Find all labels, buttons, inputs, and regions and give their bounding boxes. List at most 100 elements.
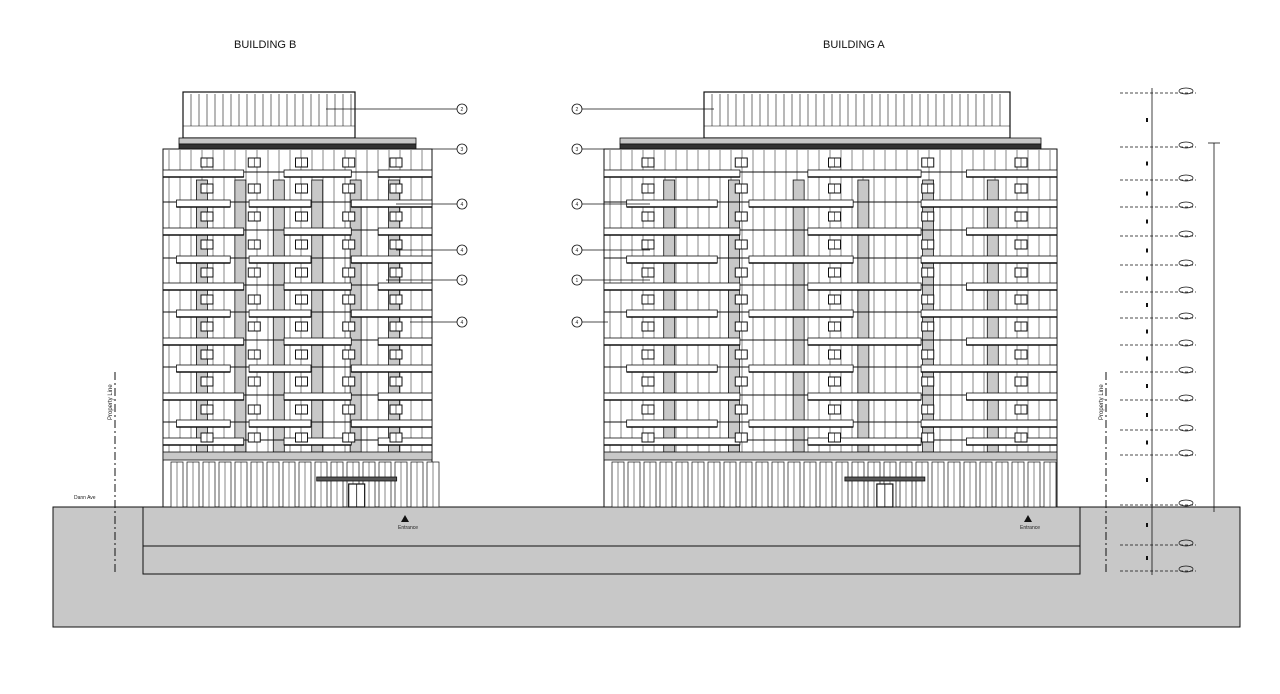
balcony: [748, 419, 854, 428]
overall-height-dimension: [1208, 142, 1220, 512]
level-datum-mark: [1178, 366, 1194, 374]
balcony: [283, 437, 352, 446]
grey-pier: [234, 179, 247, 453]
svg-text:4: 4: [576, 202, 579, 208]
balcony: [350, 255, 433, 264]
level-height-tick: [1146, 356, 1148, 361]
level-height-tick: [1146, 440, 1148, 445]
balcony: [162, 282, 245, 291]
level-datum-mark: [1178, 539, 1194, 547]
retail-fascia: [162, 451, 433, 461]
level-height-tick: [1146, 384, 1148, 388]
roof-band: [619, 137, 1042, 145]
balcony: [807, 392, 922, 401]
balcony: [920, 199, 1058, 208]
level-height-tick: [1146, 413, 1148, 417]
balcony: [176, 364, 231, 373]
level-datum-mark: [1178, 174, 1194, 182]
grey-pier: [857, 179, 870, 453]
level-height-tick: [1146, 118, 1148, 122]
roof-parapet: [178, 143, 417, 150]
retail-fascia: [603, 451, 1058, 461]
callout-tag-b-1: 2: [456, 103, 468, 115]
balcony: [626, 419, 718, 428]
balcony: [162, 337, 245, 346]
penthouse: [703, 91, 1011, 139]
level-height-tick: [1146, 329, 1148, 334]
svg-text:3: 3: [461, 147, 464, 153]
balcony: [626, 199, 718, 208]
svg-text:4: 4: [576, 320, 579, 326]
balcony: [920, 419, 1058, 428]
level-height-tick: [1146, 478, 1148, 482]
entrance-label-b: Entrance: [398, 525, 418, 531]
svg-text:4: 4: [461, 320, 464, 326]
balcony: [966, 392, 1058, 401]
balcony: [248, 309, 312, 318]
balcony: [603, 392, 741, 401]
balcony: [350, 419, 433, 428]
balcony: [162, 227, 245, 236]
property-line-label-left: Property Line: [108, 384, 114, 420]
balcony: [603, 437, 741, 446]
balcony: [162, 169, 245, 178]
balcony: [807, 337, 922, 346]
balcony: [966, 437, 1058, 446]
level-datum-mark: [1178, 201, 1194, 209]
entrance-canopy: [316, 476, 398, 482]
street-label: Dann Ave: [74, 495, 96, 501]
balcony: [176, 309, 231, 318]
svg-text:3: 3: [576, 147, 579, 153]
building-a-title: BUILDING A: [823, 39, 885, 51]
balcony: [603, 282, 741, 291]
level-datum-mark: [1178, 565, 1194, 573]
entrance-marker-b: Entrance: [398, 515, 418, 531]
balcony: [283, 169, 352, 178]
balcony: [248, 255, 312, 264]
balcony: [248, 419, 312, 428]
balcony: [807, 437, 922, 446]
property-line-label-right: Property Line: [1099, 384, 1105, 420]
callout-tag-a-5: 1: [571, 274, 583, 286]
balcony: [350, 199, 433, 208]
balcony: [377, 337, 433, 346]
balcony: [807, 227, 922, 236]
level-height-tick: [1146, 303, 1148, 307]
level-datum-mark: [1178, 449, 1194, 457]
balcony: [603, 169, 741, 178]
callout-tag-b-6: 4: [456, 316, 468, 328]
balcony: [350, 364, 433, 373]
balcony: [807, 169, 922, 178]
entrance-canopy: [844, 476, 926, 482]
balcony: [176, 255, 231, 264]
entrance-marker-a: Entrance: [1020, 515, 1040, 531]
balcony: [748, 309, 854, 318]
balcony: [377, 437, 433, 446]
callouts-building-a: 2 3 4 4 1 4: [571, 103, 714, 328]
balcony: [283, 282, 352, 291]
svg-text:1: 1: [576, 278, 579, 284]
balcony: [176, 199, 231, 208]
level-datum-mark: [1178, 230, 1194, 238]
balcony: [920, 309, 1058, 318]
level-height-tick: [1146, 219, 1148, 224]
callout-tag-b-5: 1: [456, 274, 468, 286]
svg-text:4: 4: [461, 202, 464, 208]
svg-text:4: 4: [576, 248, 579, 254]
ground-podium: [52, 506, 1241, 628]
balcony: [248, 364, 312, 373]
balcony: [248, 199, 312, 208]
level-datum-mark: [1178, 339, 1194, 347]
level-datum-mark: [1178, 141, 1194, 149]
level-height-tick: [1146, 191, 1148, 196]
svg-text:4: 4: [461, 248, 464, 254]
balcony: [283, 392, 352, 401]
balcony: [176, 419, 231, 428]
entrance-label-a: Entrance: [1020, 525, 1040, 531]
balcony: [283, 227, 352, 236]
balcony: [966, 337, 1058, 346]
balcony: [283, 337, 352, 346]
level-datum-mark: [1178, 424, 1194, 432]
callout-tag-b-4: 4: [456, 244, 468, 256]
